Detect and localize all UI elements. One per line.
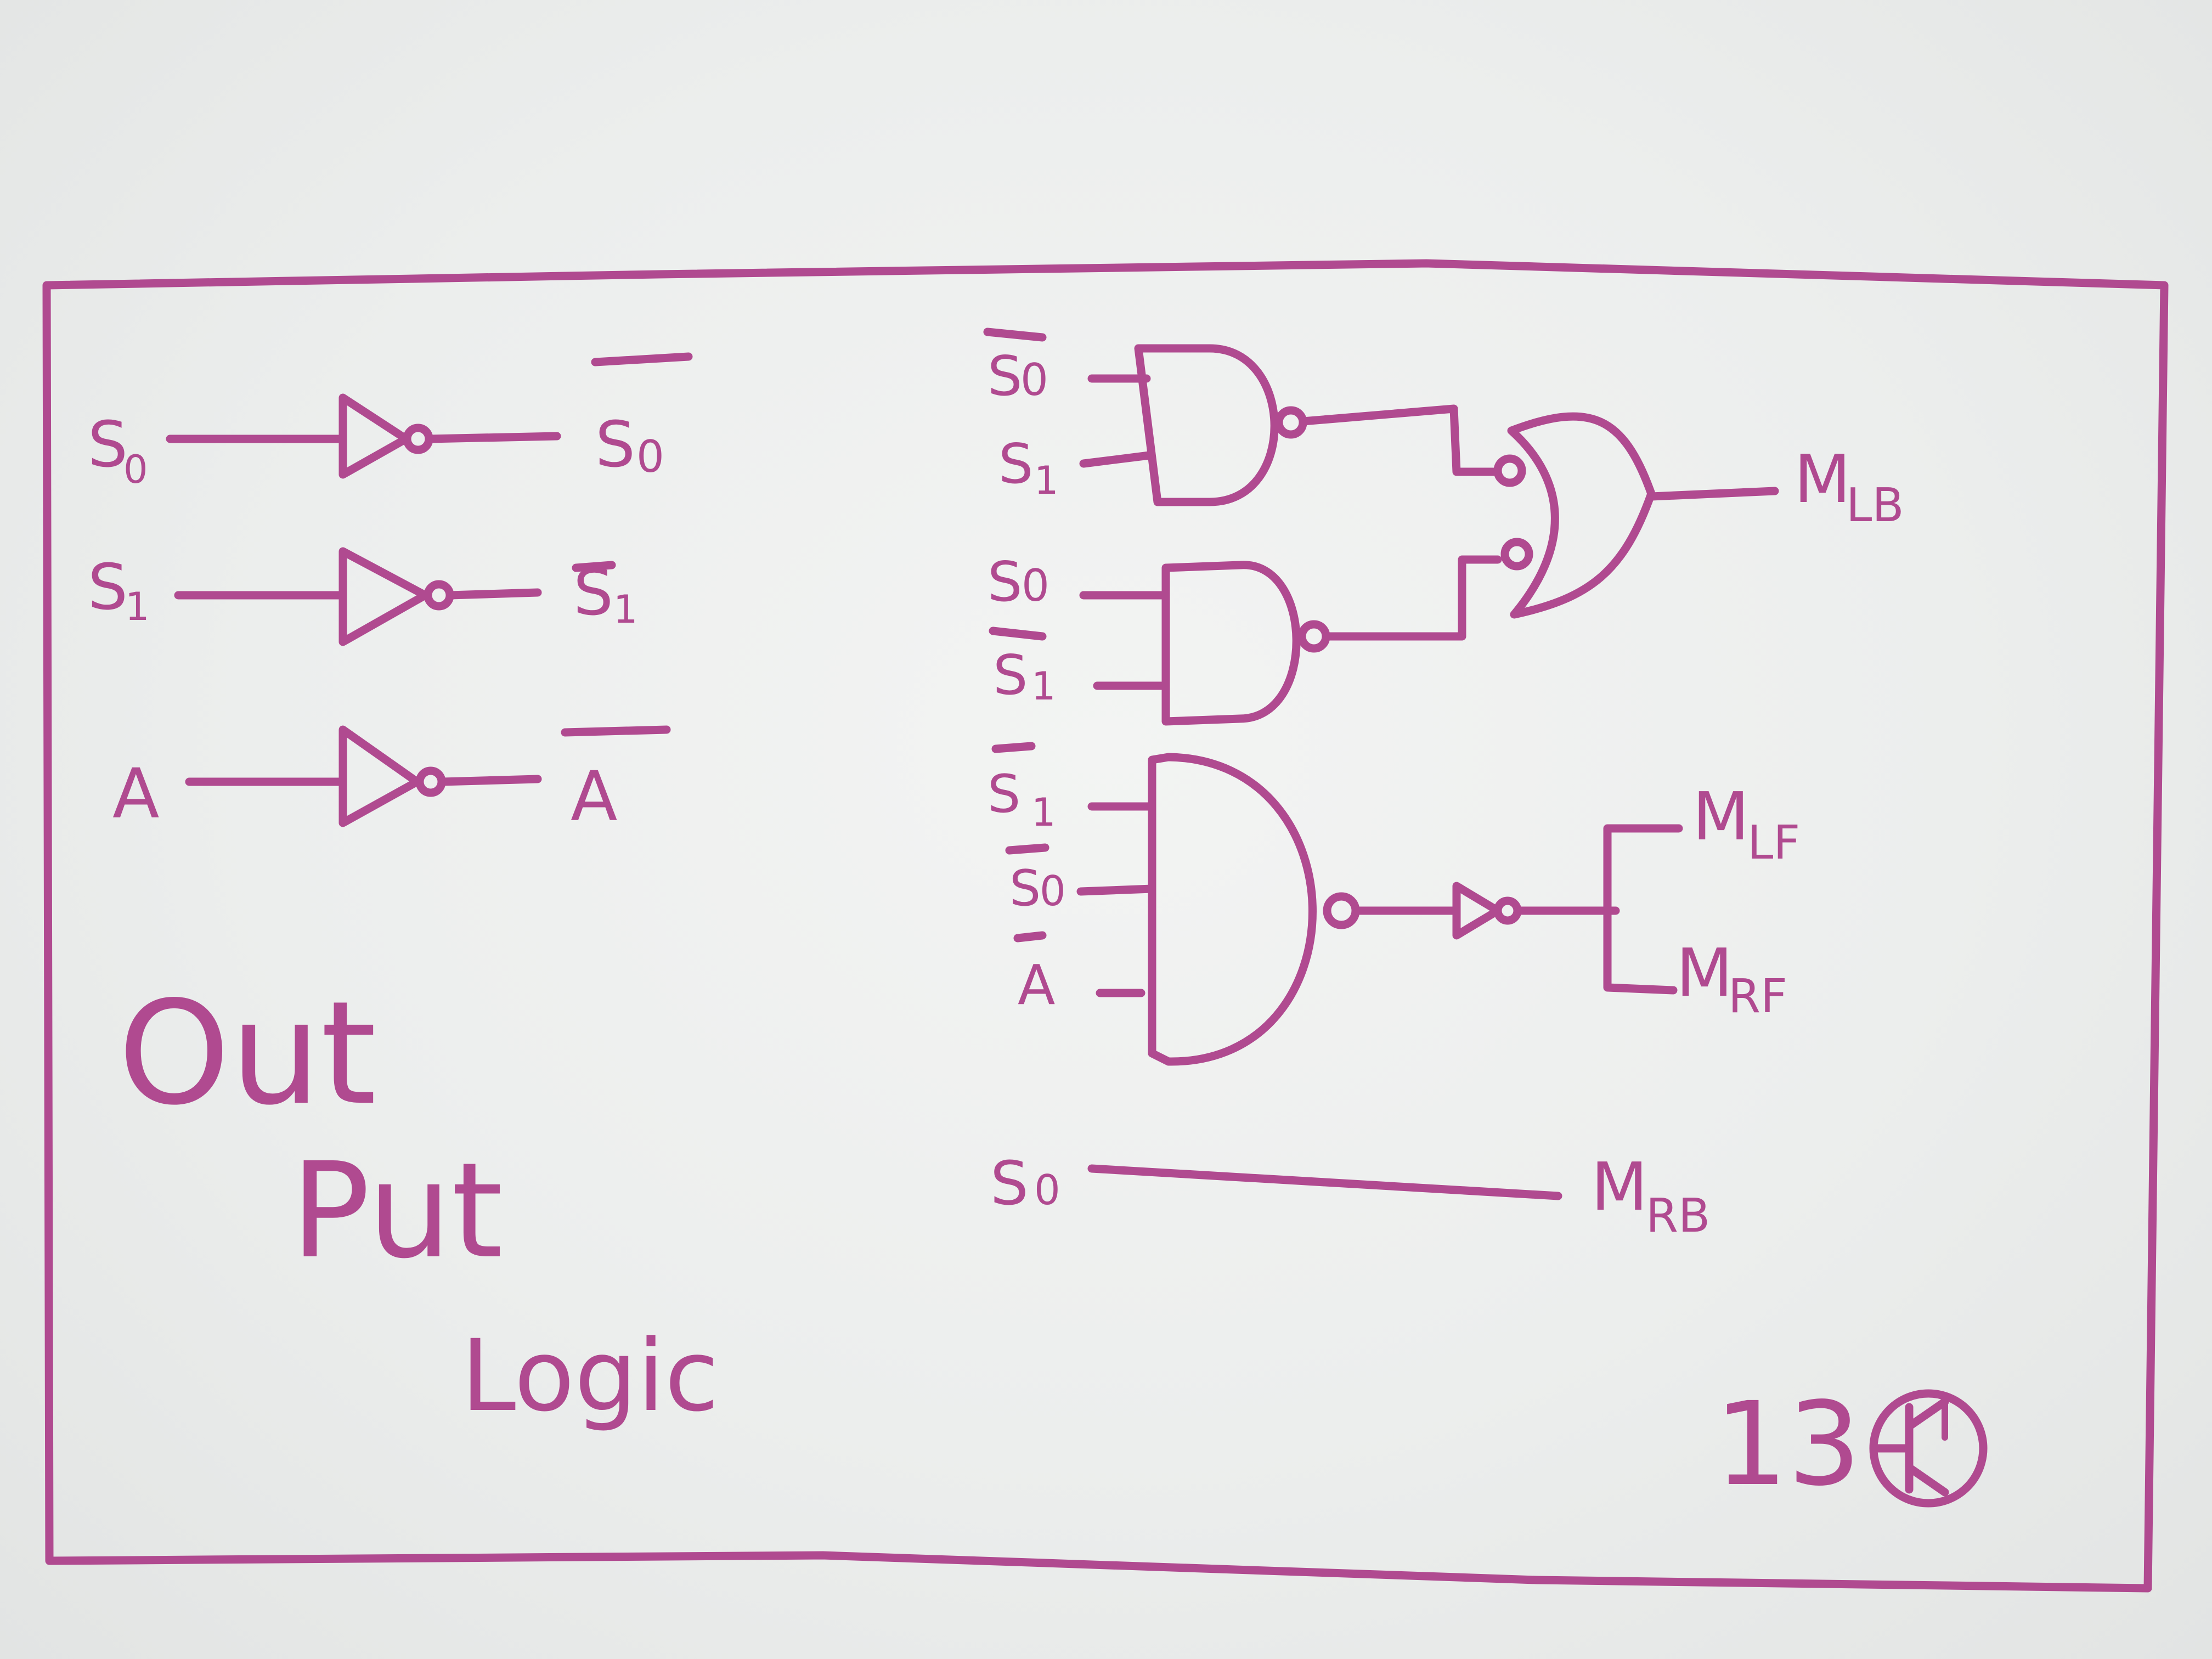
frame-border <box>42 259 2169 1593</box>
wire-s0-to-mrb: S 0 M RB <box>990 1148 1710 1243</box>
wire-input-sub: 0 <box>1034 1166 1060 1214</box>
buffer-output2-label: M <box>1676 935 1733 1012</box>
buffer-output2-sub: RF <box>1728 969 1787 1024</box>
inv2-output-sub: 1 <box>613 587 638 632</box>
inv1-output-label: S <box>595 408 635 482</box>
inv2-input-sub: 1 <box>125 584 150 629</box>
inverter-s0: S 0 S 0 <box>88 352 693 492</box>
transistor-circle-icon <box>1869 1389 1988 1508</box>
title-line3: Logic <box>461 1319 719 1434</box>
nand1-in1-sub: 0 <box>1020 354 1048 405</box>
nand3-in1-label: S <box>988 764 1020 825</box>
buffer-output1-label: M <box>1692 779 1750 855</box>
buffer-output1-sub: LF <box>1747 816 1800 870</box>
inv1-input-sub: 0 <box>123 447 148 492</box>
nand2-in2-label: S <box>993 643 1028 707</box>
nand3-in2-label: S <box>1009 860 1041 917</box>
or-output-sub: LB <box>1846 478 1904 533</box>
nand1-in1-label: S <box>988 344 1022 408</box>
or-output-label: M <box>1794 442 1851 518</box>
nand-gate-1: S 0 S 1 <box>983 328 1502 506</box>
nand-gate-2: S 0 S 1 <box>988 550 1502 726</box>
inv3-input-label: A <box>112 754 160 834</box>
or-gate: M LB <box>1493 412 1904 619</box>
nand2-in1-sub: 0 <box>1022 560 1049 611</box>
inverter-s1: S 1 S 1 <box>88 547 638 646</box>
inverter-a: A A <box>112 725 671 837</box>
inv2-output-label: S <box>573 556 613 630</box>
page-number: 13 <box>1714 1377 1861 1511</box>
title-line2: Put <box>291 1134 503 1288</box>
inv3-output-label: A <box>571 757 618 837</box>
inv1-input-label: S <box>88 408 128 482</box>
title-line1: Out <box>118 971 376 1137</box>
wire-input-label: S <box>990 1148 1029 1218</box>
nand3-in2-sub: 0 <box>1040 867 1066 915</box>
inv2-input-label: S <box>88 551 128 624</box>
nand-gate-3: S 1 S 0 A M LF M RF <box>988 742 1800 1066</box>
nand1-in2-sub: 1 <box>1034 458 1059 503</box>
nand2-in2-sub: 1 <box>1031 664 1056 709</box>
nand1-in2-label: S <box>998 432 1033 496</box>
wire-output-label: M <box>1591 1149 1648 1226</box>
nand3-in1-sub: 1 <box>1031 790 1056 835</box>
nand2-in1-label: S <box>988 550 1022 614</box>
wire-output-sub: RB <box>1646 1189 1710 1243</box>
nand3-in3-label: A <box>1018 953 1055 1017</box>
inv1-output-sub: 0 <box>636 431 664 482</box>
